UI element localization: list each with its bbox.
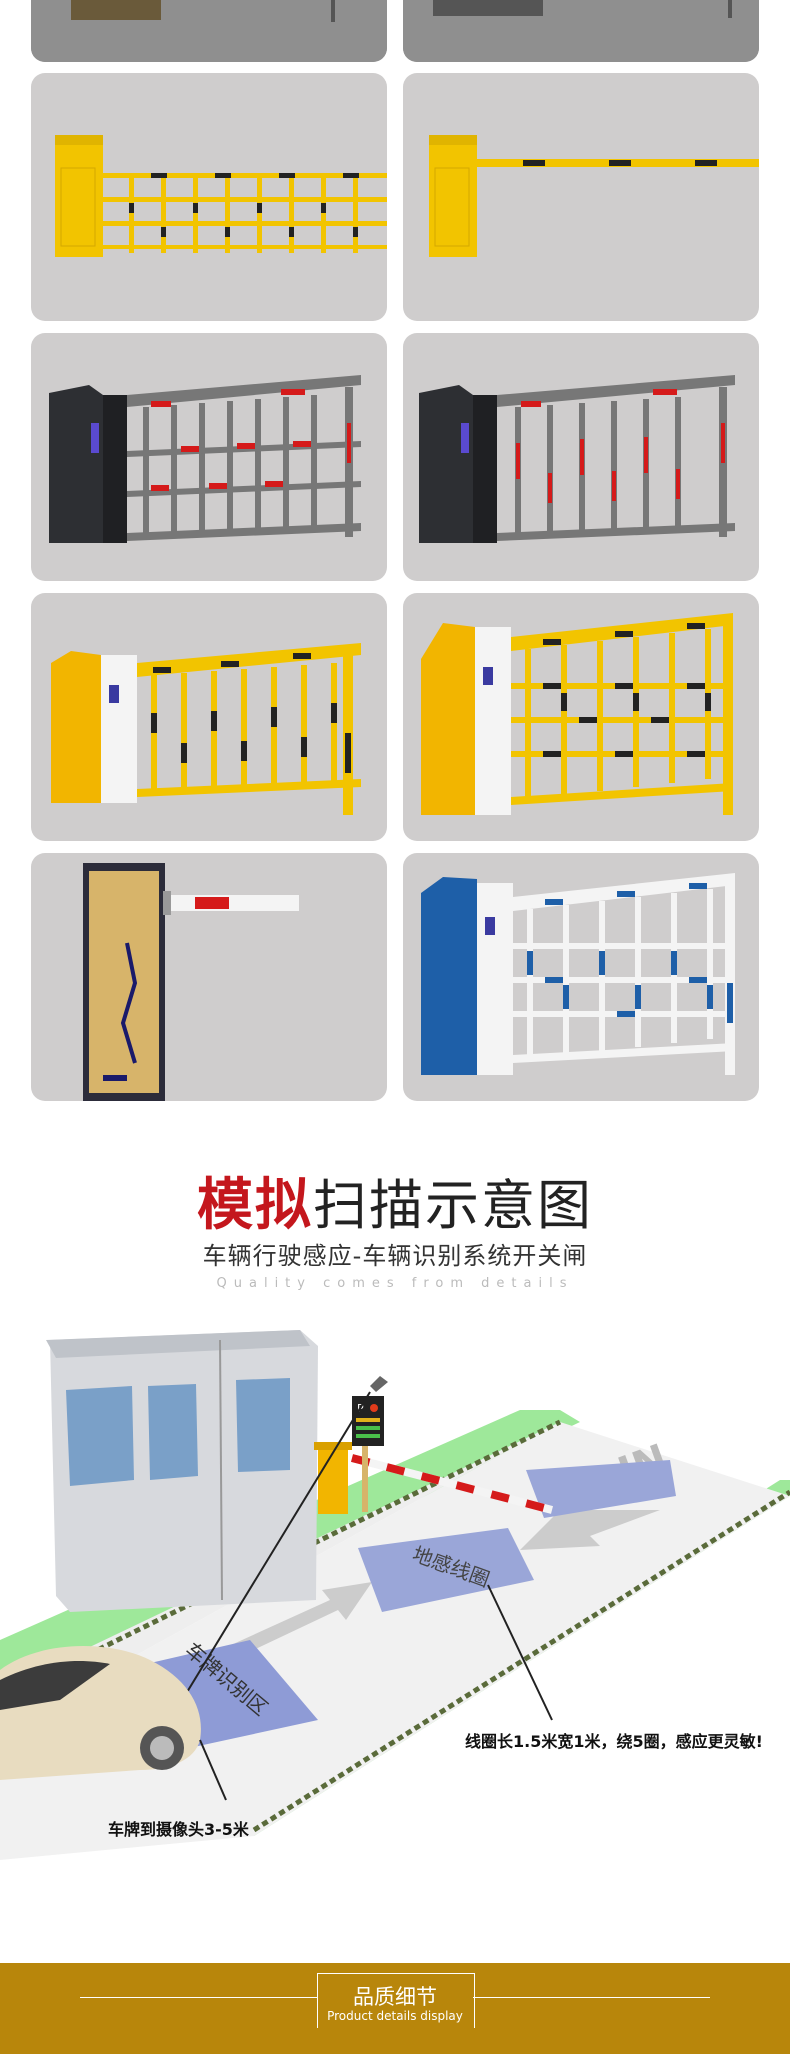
section-title-highlight: 模拟 — [197, 1173, 313, 1238]
product-card-blue-fence[interactable] — [403, 853, 759, 1101]
yellow-grid-fence-barrier-image — [421, 613, 733, 815]
divider-right — [473, 1997, 710, 1998]
direction-arrow — [220, 1582, 372, 1662]
product-card-slim-gate[interactable] — [31, 853, 387, 1101]
dark-fence-barrier-image — [49, 375, 361, 543]
loop-zone — [358, 1528, 534, 1612]
header-frame — [317, 1973, 475, 2028]
yellow-fence-barrier-image — [55, 135, 387, 257]
details-subtitle: Product details display — [327, 2009, 463, 2023]
yellow-straight-barrier-image — [429, 135, 759, 257]
asphalt-photo — [31, 0, 387, 62]
blue-white-fence-barrier-image — [421, 873, 735, 1075]
details-title: 品质细节 — [353, 1985, 437, 2009]
divider-left — [80, 1997, 317, 1998]
barrier-gate-cabinet — [318, 1446, 348, 1514]
product-card-yellow-straight[interactable] — [403, 73, 759, 321]
product-card-yellow-grid-fence[interactable] — [403, 593, 759, 841]
product-card-yellow-fence[interactable] — [31, 73, 387, 321]
annotation-camera-distance: 车牌到摄像头3-5米 — [108, 1820, 249, 1839]
scan-diagram: IN 地感线圈 车牌识别区 P — [0, 1330, 790, 1860]
section-title: 模拟扫描示意图 — [0, 1160, 790, 1241]
exit-zone — [526, 1460, 676, 1518]
product-details-header: 品质细节 Product details display — [0, 1963, 790, 2054]
asphalt-photo — [403, 0, 759, 62]
section-subtitle-english: Quality comes from details — [216, 1276, 574, 1291]
direction-arrow — [520, 1510, 660, 1550]
yellow-white-fence-barrier-image — [51, 643, 361, 815]
product-card-yellow-white-fence[interactable] — [31, 593, 387, 841]
section-title-rest: 扫描示意图 — [313, 1174, 593, 1237]
barrier-arm — [350, 1454, 554, 1514]
annotation-loop: 线圈长1.5米宽1米，绕5圈，感应更灵敏! — [465, 1732, 763, 1751]
section-subtitle: 车辆行驶感应-车辆识别系统开关闸 — [202, 1242, 588, 1270]
product-card-top-left — [31, 0, 387, 62]
product-card-dark-fence-1[interactable] — [31, 333, 387, 581]
camera-icon — [370, 1376, 388, 1392]
slim-barrier-gate-image — [83, 863, 299, 1101]
product-card-dark-fence-2[interactable] — [403, 333, 759, 581]
product-card-top-right — [403, 0, 759, 62]
dark-fence-barrier-image — [419, 375, 735, 543]
